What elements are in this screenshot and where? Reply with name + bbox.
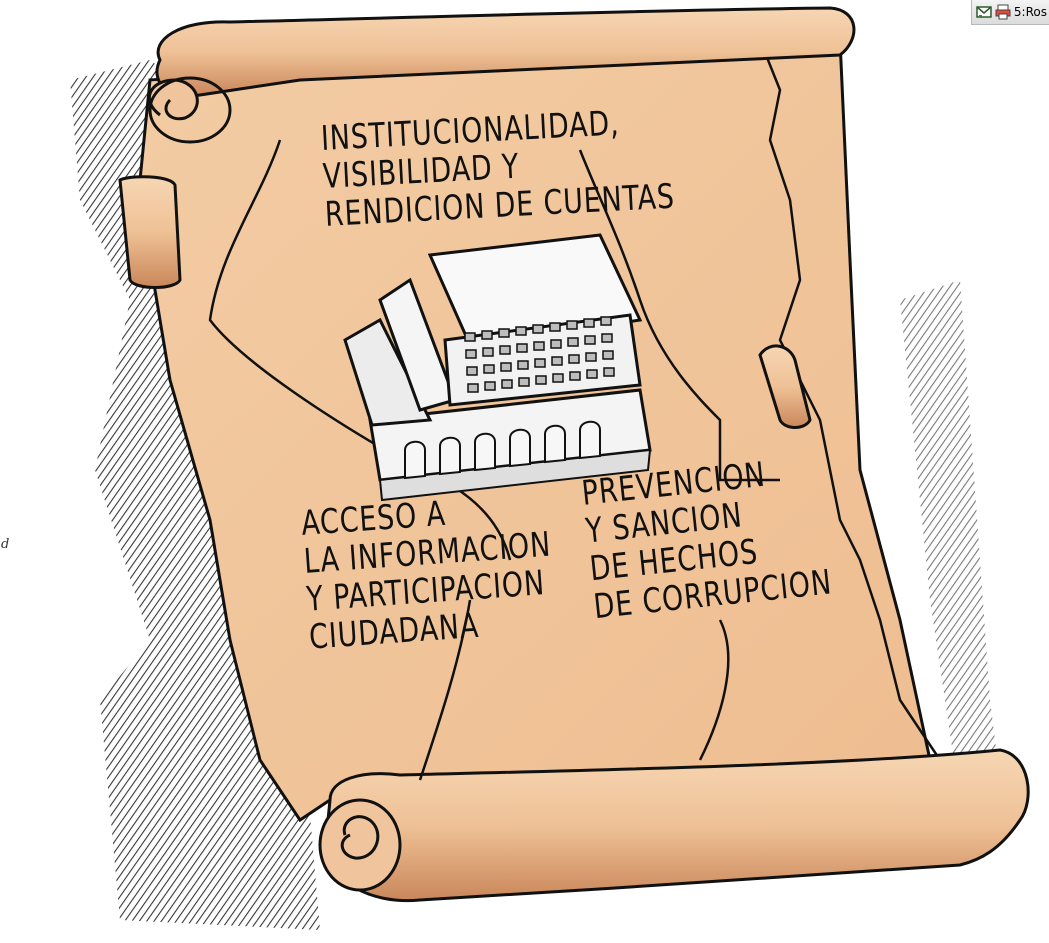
bottom-roll	[323, 748, 1030, 903]
bottom-roll-spiral	[340, 815, 380, 860]
top-roll-end	[148, 76, 232, 144]
divider-line-1	[208, 139, 512, 561]
printer-icon	[995, 4, 1011, 20]
mail-icon	[976, 6, 992, 18]
right-curl	[758, 344, 812, 429]
cropped-side-text: d	[1, 537, 10, 552]
building-step-1	[343, 317, 433, 427]
divider-line-3	[418, 599, 472, 781]
heading-acceso-informacion: ACCESO A LA INFORMACION Y PARTICIPACION …	[300, 488, 558, 658]
left-curl	[118, 175, 182, 289]
bottom-roll-end	[318, 798, 402, 892]
building-windows	[464, 316, 615, 393]
heading-prevencion-sancion: PREVENCION Y SANCION DE HECHOS DE CORRUP…	[580, 450, 834, 627]
taskbar-button[interactable]: 5:Ros	[970, 0, 1049, 25]
building-arches	[404, 420, 601, 480]
divider-line-4	[698, 619, 730, 761]
top-roll-spiral	[147, 78, 199, 121]
heading-institucionalidad: INSTITUCIONALIDAD, VISIBILIDAD Y RENDICI…	[320, 102, 676, 234]
building-illustration	[343, 233, 652, 502]
scroll-shadow-right	[900, 280, 1000, 800]
building-tower	[427, 233, 643, 347]
top-roll	[155, 6, 856, 98]
taskbar-label: 5:Ros	[1013, 5, 1047, 19]
divider-line-2	[578, 149, 780, 482]
